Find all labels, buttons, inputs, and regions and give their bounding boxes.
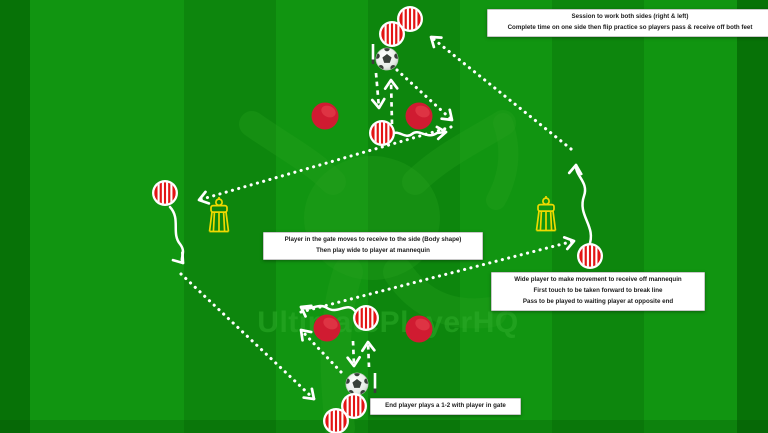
- cone-marker: [313, 314, 341, 342]
- note-line: Session to work both sides (right & left…: [571, 13, 689, 20]
- one-two-pass-arrow: [370, 72, 386, 110]
- note-line: Player in the gate moves to receive to t…: [284, 236, 462, 243]
- striped-player-marker: [577, 243, 603, 269]
- pass-arrow: [395, 68, 454, 122]
- one-two-pass-arrow: [346, 340, 362, 368]
- run-arrow: [299, 304, 357, 318]
- pass-arrow: [179, 272, 316, 401]
- pitch-stripe: [368, 0, 460, 433]
- pitch-stripe: [552, 0, 644, 433]
- note-end-player: End player plays a 1-2 with player in ga…: [370, 398, 521, 415]
- one-two-pass-arrow: [360, 340, 376, 368]
- note-line: Complete time on one side then flip prac…: [507, 23, 753, 31]
- pitch-stripe: [737, 0, 768, 433]
- note-session: Session to work both sides (right & left…: [487, 9, 768, 37]
- note-line: Wide player to make movement to receive …: [514, 276, 682, 283]
- note-line: Then play wide to player at mannequin: [316, 246, 430, 254]
- note-line: Pass to be played to waiting player at o…: [522, 297, 674, 305]
- watermark-text: UltimatePlayerHQ: [257, 306, 518, 339]
- note-gate-player: Player in the gate moves to receive to t…: [263, 232, 483, 260]
- note-line: End player plays a 1-2 with player in ga…: [385, 402, 506, 409]
- striped-player-marker: [323, 408, 349, 433]
- run-arrow: [389, 125, 448, 141]
- pass-arrow: [429, 35, 573, 151]
- striped-player-marker: [369, 120, 395, 146]
- striped-player-marker: [152, 180, 178, 206]
- note-wide-player: Wide player to make movement to receive …: [491, 272, 705, 311]
- striped-player-marker: [353, 305, 379, 331]
- pass-arrow: [197, 125, 453, 205]
- cone-marker: [405, 315, 433, 343]
- run-arrow: [168, 205, 185, 265]
- pitch-stripe: [0, 0, 30, 433]
- striped-player-marker: [379, 21, 405, 47]
- pitch-stripe: [644, 0, 737, 433]
- cone-marker: [311, 102, 339, 130]
- drill-arrows: [168, 35, 593, 401]
- pass-arrow: [299, 235, 576, 314]
- pitch-bottom-shade: [0, 420, 768, 433]
- cone-marker: [405, 102, 433, 130]
- run-arrow: [567, 163, 593, 248]
- note-line: First touch to be taken forward to break…: [533, 286, 663, 294]
- pitch-stripe: [184, 0, 276, 433]
- one-two-pass-arrow: [383, 78, 399, 125]
- pitch-stripe: [30, 0, 184, 433]
